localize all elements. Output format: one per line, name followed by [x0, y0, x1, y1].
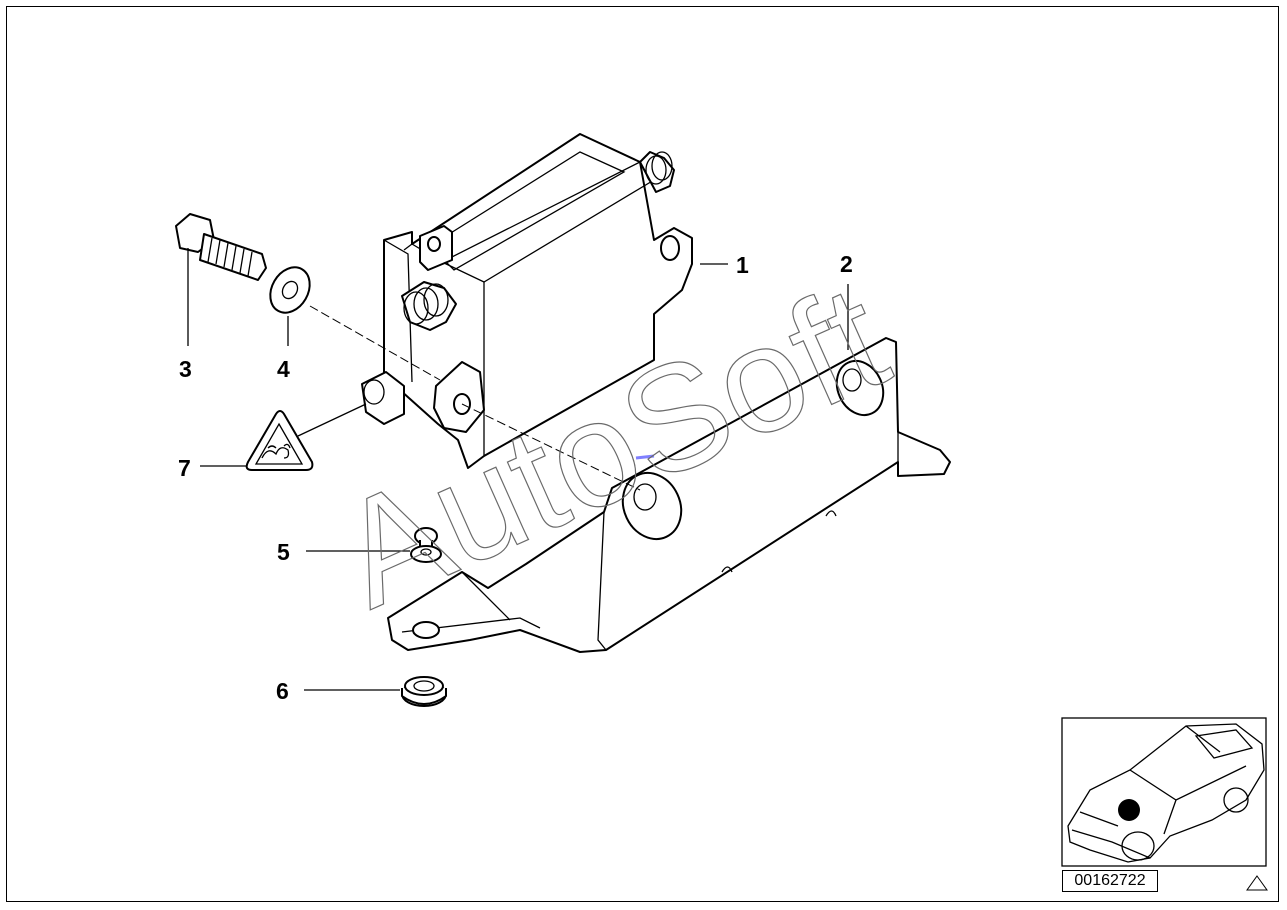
car-location-icon	[1061, 717, 1267, 867]
washer-part	[269, 266, 311, 314]
assembly-line	[461, 403, 641, 491]
control-module-part	[383, 133, 693, 469]
diagram-frame	[6, 6, 1279, 902]
blue-mark	[635, 454, 655, 460]
warning-label-part	[245, 410, 314, 471]
plug-part	[361, 371, 405, 425]
callout-6: 6	[276, 678, 289, 704]
bolt-part	[175, 213, 267, 281]
callout-4: 4	[277, 356, 290, 382]
callout-7: 7	[178, 455, 191, 481]
reference-number: 00162722	[1062, 870, 1158, 892]
callout-2: 2	[840, 251, 853, 277]
leader-line-7b	[297, 403, 367, 437]
callout-3: 3	[179, 356, 192, 382]
assembly-line	[309, 305, 441, 381]
callout-1: 1	[736, 252, 749, 278]
triangle-warning-icon	[1246, 875, 1268, 891]
callout-5: 5	[277, 539, 290, 565]
buffer-part	[401, 676, 447, 707]
grommet-part	[410, 527, 442, 563]
bracket-part	[387, 337, 951, 653]
